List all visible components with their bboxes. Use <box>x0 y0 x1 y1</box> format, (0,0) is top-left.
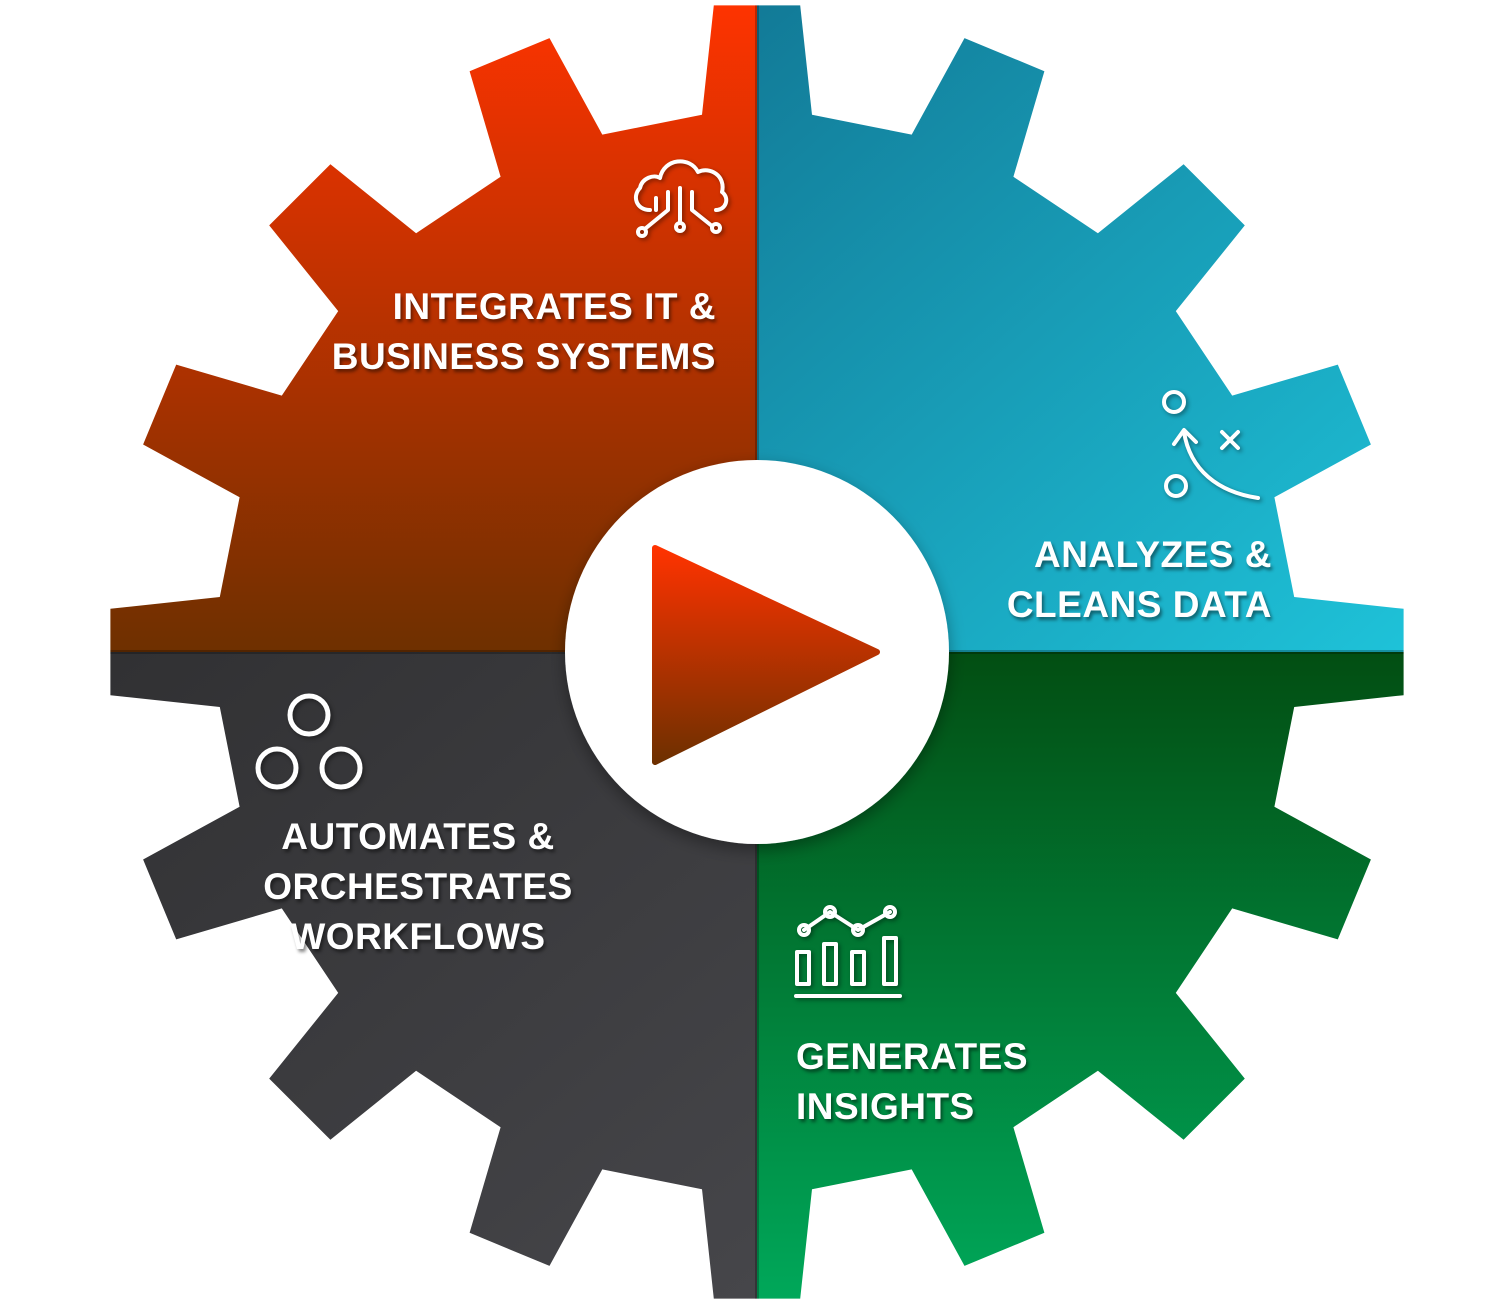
label-line: ORCHESTRATES <box>263 866 573 907</box>
label-line: GENERATES <box>796 1036 1029 1077</box>
play-strategy-icon <box>1156 386 1266 511</box>
label-line: AUTOMATES & <box>281 816 555 857</box>
label-line: ANALYZES & <box>1033 534 1272 575</box>
cloud-circuit-icon <box>628 148 732 257</box>
label-line: WORKFLOWS <box>290 916 546 957</box>
play-button[interactable] <box>565 460 949 844</box>
label-generates: GENERATES INSIGHTS <box>796 1032 1096 1132</box>
label-automates: AUTOMATES & ORCHESTRATES WORKFLOWS <box>240 812 596 962</box>
play-icon <box>652 545 880 765</box>
label-line: INSIGHTS <box>796 1086 975 1127</box>
bar-line-chart-icon <box>792 900 906 1009</box>
three-circles-icon <box>252 690 366 799</box>
label-line: CLEANS DATA <box>1006 584 1272 625</box>
label-integrates: INTEGRATES IT & BUSINESS SYSTEMS <box>330 282 716 382</box>
label-line: INTEGRATES IT & <box>392 286 716 327</box>
label-analyzes: ANALYZES & CLEANS DATA <box>970 530 1272 630</box>
label-line: BUSINESS SYSTEMS <box>331 336 716 377</box>
